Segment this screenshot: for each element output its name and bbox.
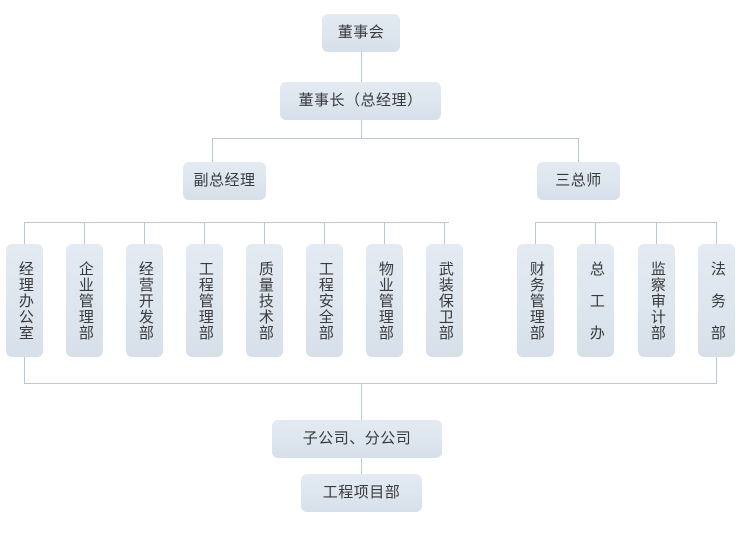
connector-bottom-left-drop (24, 357, 25, 383)
dept-box-property-management[interactable]: 物业管理部 (366, 244, 403, 357)
node-chairman[interactable]: 董事长（总经理） (280, 82, 441, 120)
dept-box-business-development[interactable]: 经营开发部 (126, 244, 163, 357)
connector-right-dept-bus (535, 222, 717, 223)
riser-dept-3 (144, 222, 145, 244)
dept-box-armed-security[interactable]: 武装保卫部 (426, 244, 463, 357)
dept-box-chief-engineer-office[interactable]: 总 工 办 (577, 244, 614, 357)
riser-dept-1 (24, 222, 25, 244)
node-subsidiary[interactable]: 子公司、分公司 (272, 420, 442, 458)
connector-subsidiary-to-project (361, 458, 362, 474)
connector-board-to-chairman (361, 52, 362, 82)
connector-to-deputy-gm (212, 138, 213, 162)
dept-box-engineering-management[interactable]: 工程管理部 (186, 244, 223, 357)
node-three-chiefs[interactable]: 三总师 (537, 162, 620, 200)
riser-dept-7 (384, 222, 385, 244)
node-board[interactable]: 董事会 (322, 14, 400, 52)
dept-box-quality-technology[interactable]: 质量技术部 (246, 244, 283, 357)
dept-box-engineering-safety[interactable]: 工程安全部 (306, 244, 343, 357)
riser-dept-11 (656, 222, 657, 244)
riser-dept-5 (264, 222, 265, 244)
connector-chairman-drop (361, 120, 362, 138)
riser-dept-10 (595, 222, 596, 244)
dept-box-finance-management[interactable]: 财务管理部 (517, 244, 554, 357)
riser-dept-8 (444, 222, 445, 244)
riser-dept-2 (84, 222, 85, 244)
riser-dept-6 (324, 222, 325, 244)
connector-left-dept-bus (24, 222, 449, 223)
riser-dept-12 (716, 222, 717, 244)
connector-bottom-bus (24, 383, 717, 384)
node-project-dept[interactable]: 工程项目部 (301, 474, 422, 512)
node-deputy-gm[interactable]: 副总经理 (183, 162, 266, 200)
dept-box-manager-office[interactable]: 经理办公室 (6, 244, 43, 357)
connector-to-three-chiefs (578, 138, 579, 162)
connector-bottom-right-drop (716, 357, 717, 383)
riser-dept-9 (535, 222, 536, 244)
connector-level2-bus (212, 138, 579, 139)
connector-bus-to-subsidiary (361, 383, 362, 420)
dept-box-enterprise-management[interactable]: 企业管理部 (66, 244, 103, 357)
riser-dept-4 (204, 222, 205, 244)
dept-box-supervision-audit[interactable]: 监察审计部 (638, 244, 675, 357)
dept-box-legal-affairs[interactable]: 法 务 部 (698, 244, 735, 357)
